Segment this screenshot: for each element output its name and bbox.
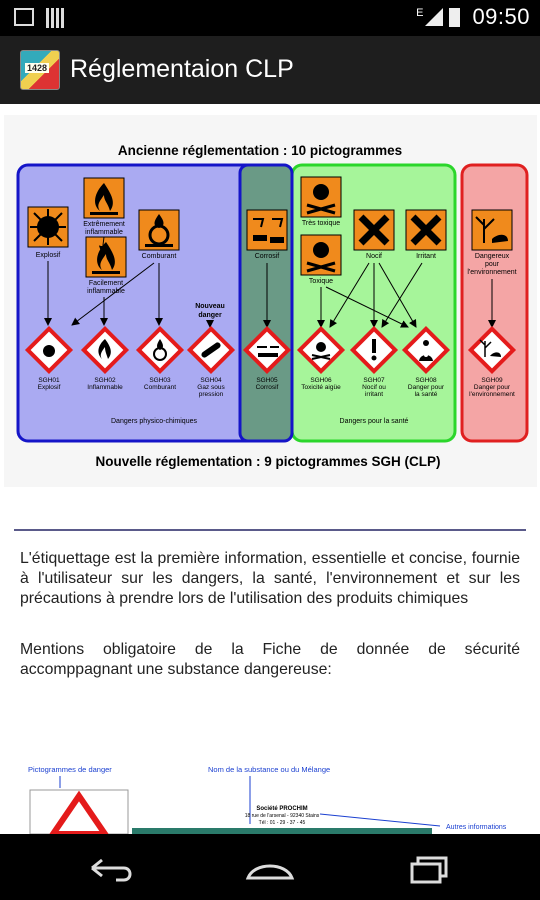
old-extremement-label-1: Extrêmement — [83, 221, 125, 228]
label-pictos-caption: Pictogrammes de danger — [28, 765, 112, 774]
old-nocif-picto — [353, 209, 395, 251]
ghs09-label-1: Danger pour — [474, 384, 511, 391]
ghs06-code: SGH06 — [310, 377, 332, 384]
label-name-caption: Nom de la substance ou du Mélange — [208, 765, 330, 774]
old-corrosif-label: Corrosif — [255, 253, 280, 260]
section-divider — [14, 529, 526, 531]
ghs09-code: SGH09 — [481, 377, 503, 384]
ghs01-label: Explosif — [38, 384, 61, 391]
clp-pictogram-infographic: Ancienne réglementation : 10 pictogramme… — [4, 115, 537, 487]
old-extremement-label-2: inflammable — [85, 229, 123, 236]
old-env-picto — [471, 209, 513, 251]
ghs02-code: SGH02 — [94, 377, 116, 384]
old-facilement-label-2: inflammable — [87, 288, 125, 295]
ghs05-label: Corrosif — [256, 384, 279, 391]
old-env-label-3: l'environnement — [467, 269, 516, 276]
back-button[interactable] — [80, 848, 140, 888]
signal-icon — [425, 8, 444, 26]
ghs02-picto — [80, 325, 130, 375]
ghs04-code: SGH04 — [200, 377, 222, 384]
app-icon-label: 1428 — [25, 63, 50, 73]
old-env-label-1: Dangereux — [475, 253, 510, 260]
ghs07-code: SGH07 — [363, 377, 385, 384]
back-icon — [91, 858, 132, 882]
label-phone: Tél : 01 - 29 - 37 - 45 — [259, 820, 306, 826]
page-title: Réglementaion CLP — [70, 55, 294, 83]
ghs04-picto — [186, 325, 236, 375]
ghs06-label: Toxicité aigüe — [301, 384, 341, 391]
fds-paragraph: Mentions obligatoire de la Fiche de donn… — [20, 641, 520, 678]
ghs08-code: SGH08 — [415, 377, 437, 384]
old-tres-toxique-label: Très toxique — [302, 220, 340, 227]
ghs08-picto — [401, 325, 451, 375]
ghs09-picto — [467, 325, 517, 375]
ghs05-code: SGH05 — [256, 377, 278, 384]
old-irritant-picto — [405, 209, 447, 251]
label-company: Société PROCHIM — [256, 806, 307, 812]
ghs09-label-2: l'environnement — [469, 391, 515, 398]
old-nocif-label: Nocif — [366, 253, 382, 260]
label-address: 18 rue de l'arsenal - 92340 Stains — [245, 813, 320, 819]
old-toxique-picto — [300, 234, 342, 276]
home-button[interactable] — [240, 848, 300, 888]
battery-icon — [449, 7, 461, 27]
old-facilement-label-1: Facilement — [89, 280, 123, 287]
intro-paragraph: L'étiquettage est la première informatio… — [20, 550, 520, 607]
old-corrosif-picto — [246, 209, 288, 251]
ghs06-picto — [296, 325, 346, 375]
corrosif-group-box — [238, 163, 294, 443]
barcode-notification-icon — [46, 8, 64, 28]
ghs01-picto — [24, 325, 74, 375]
old-tres-toxique-picto — [300, 176, 342, 218]
old-facilement-inflammable-picto — [85, 236, 127, 278]
nouveau-danger-label-2: danger — [198, 312, 222, 319]
label-example-image: Pictogrammes de danger Nom de la substan… — [20, 754, 530, 834]
ghs07-label-1: Nocif ou — [362, 384, 386, 391]
clock: 09:50 — [472, 4, 530, 29]
navigation-bar — [0, 834, 540, 900]
ghs02-label: Inflammable — [87, 384, 123, 391]
scroll-content[interactable]: Ancienne réglementation : 10 pictogramme… — [0, 104, 540, 834]
env-group-box — [460, 163, 529, 443]
old-comburant-label: Comburant — [142, 253, 177, 260]
ghs07-label-2: irritant — [365, 391, 383, 398]
ghs03-code: SGH03 — [149, 377, 171, 384]
recent-apps-icon — [410, 856, 448, 884]
ghs07-picto — [349, 325, 399, 375]
status-bar: E 09:50 — [0, 0, 540, 36]
ghs04-label-1: Gaz sous — [197, 384, 225, 391]
ghs08-label-1: Danger pour — [408, 384, 445, 391]
sante-group-label: Dangers pour la santé — [340, 418, 409, 425]
gallery-notification-icon — [14, 8, 34, 26]
home-icon — [245, 864, 295, 880]
ghs03-picto — [135, 325, 185, 375]
old-env-label-2: pour — [485, 261, 500, 268]
old-explosif-picto — [27, 206, 69, 248]
action-bar: 1428 Réglementaion CLP — [0, 36, 540, 104]
network-type: E — [416, 7, 424, 19]
app-icon[interactable]: 1428 — [20, 50, 60, 90]
nouveau-danger-label-1: Nouveau — [195, 303, 225, 310]
recent-apps-button[interactable] — [400, 848, 460, 888]
old-extremement-inflammable-picto — [83, 177, 125, 219]
label-other-caption: Autres informations — [446, 824, 507, 831]
ghs05-picto — [242, 325, 292, 375]
ghs04-label-2: pression — [199, 391, 224, 398]
ghs01-code: SGH01 — [38, 377, 60, 384]
ghs08-label-2: la santé — [415, 391, 438, 398]
physico-group-label: Dangers physico-chimiques — [111, 418, 197, 425]
infographic-title-bottom: Nouvelle réglementation : 9 pictogrammes… — [95, 454, 440, 469]
old-irritant-label: Irritant — [416, 253, 436, 260]
infographic-title-top: Ancienne réglementation : 10 pictogramme… — [118, 143, 402, 158]
mapping-arrows — [44, 236, 496, 328]
old-explosif-label: Explosif — [36, 252, 61, 259]
ghs03-label: Comburant — [144, 384, 176, 391]
old-comburant-picto — [138, 209, 180, 251]
old-toxique-label: Toxique — [309, 278, 333, 285]
